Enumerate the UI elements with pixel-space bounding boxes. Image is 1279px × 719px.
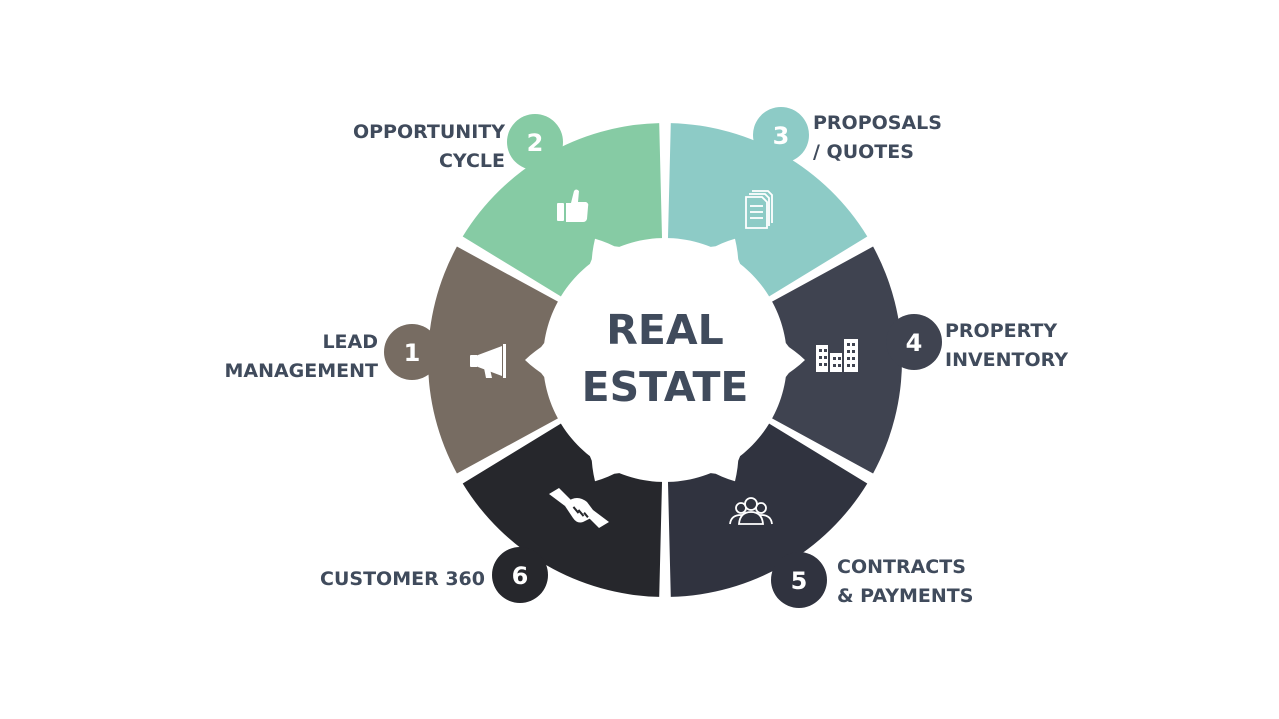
step-label-1: LEAD MANAGEMENT [224,328,378,386]
step-label-3: PROPOSALS / QUOTES [813,109,942,167]
step-label-4-line-2: INVENTORY [945,349,1069,371]
step-badge-5: 5 [771,552,827,608]
center-hub [525,238,805,482]
step-label-6: CUSTOMER 360 [320,565,485,594]
step-label-3-line-1: PROPOSALS [813,112,942,134]
megaphone-icon [470,344,506,378]
step-number-4: 4 [906,329,923,357]
step-label-2-line-2: CYCLE [438,150,505,172]
step-label-6-line-1: CUSTOMER 360 [320,568,485,590]
step-badge-3: 3 [753,107,809,163]
thumbs-up-icon [557,189,589,222]
step-number-5: 5 [791,567,808,595]
step-label-5-line-1: CONTRACTS [837,556,966,578]
segment-customer-360 [462,421,663,597]
center-title-line1: REAL [606,306,723,354]
handshake-icon [549,488,609,528]
step-label-3-line-2: / QUOTES [813,141,914,163]
step-badge-4: 4 [886,314,942,370]
step-badge-6: 6 [492,547,548,603]
step-number-6: 6 [512,562,529,590]
step-number-2: 2 [527,129,544,157]
step-label-2: OPPORTUNITY CYCLE [353,118,505,176]
people-icon [729,497,773,525]
step-label-2-line-1: OPPORTUNITY [352,121,505,143]
buildings-icon [816,339,858,372]
step-badge-2: 2 [507,114,563,170]
step-label-4-line-1: PROPERTY [945,320,1058,342]
step-label-4: PROPERTY INVENTORY [945,317,1068,375]
step-label-5-line-2: & PAYMENTS [837,585,974,607]
center-title-line2: ESTATE [582,363,749,411]
step-number-3: 3 [773,122,790,150]
step-label-5: CONTRACTS & PAYMENTS [837,553,973,611]
step-number-1: 1 [404,339,421,367]
step-label-1-line-1: LEAD [322,331,378,353]
segment-contracts-payments [667,421,868,597]
step-label-1-line-2: MANAGEMENT [224,360,378,382]
documents-icon [745,190,773,229]
step-badge-1: 1 [384,324,440,380]
